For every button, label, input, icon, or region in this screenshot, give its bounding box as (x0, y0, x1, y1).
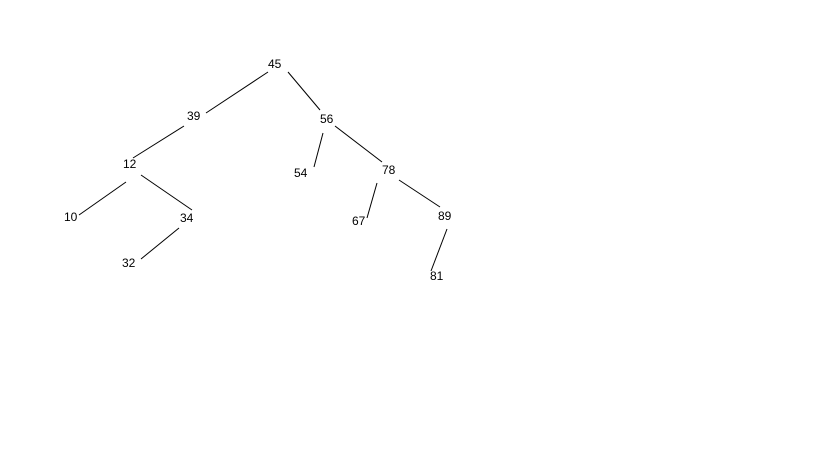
node-54: 54 (294, 166, 308, 180)
edge-12-10 (78, 181, 127, 216)
edge-56-78 (334, 125, 383, 163)
node-12: 12 (123, 157, 137, 171)
node-34: 34 (180, 211, 194, 225)
edge-78-67 (366, 182, 378, 219)
edge-56-54 (313, 132, 324, 168)
node-10: 10 (64, 210, 78, 224)
node-78: 78 (382, 163, 396, 177)
node-39: 39 (187, 109, 201, 123)
edge-45-56 (287, 71, 321, 111)
node-45: 45 (268, 57, 282, 71)
edge-39-12 (132, 125, 185, 159)
node-32: 32 (122, 256, 136, 270)
node-89: 89 (438, 209, 452, 223)
edge-78-89 (398, 179, 441, 208)
edge-34-32 (140, 227, 180, 260)
edge-45-39 (205, 71, 269, 114)
node-67: 67 (352, 214, 366, 228)
node-81: 81 (430, 269, 444, 283)
edge-89-81 (430, 228, 448, 272)
tree-nodes: 45 39 56 12 54 78 10 34 67 89 32 81 (64, 57, 452, 283)
tree-edges (78, 71, 448, 272)
edge-12-34 (140, 174, 193, 211)
node-56: 56 (320, 112, 334, 126)
